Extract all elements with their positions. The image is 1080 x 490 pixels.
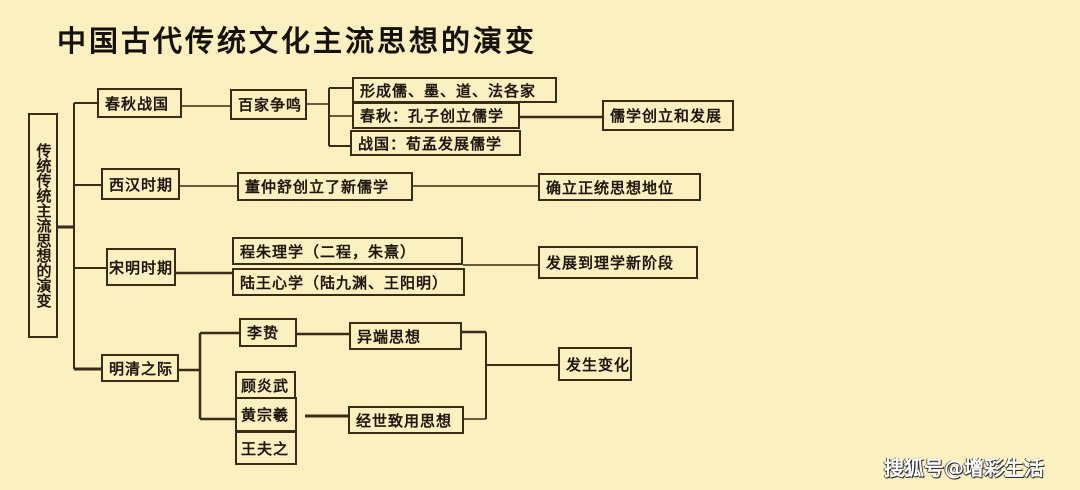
result-orthodox-status: 确立正统思想地位: [538, 173, 701, 201]
thinker-gu-yanwu: 顾炎武: [235, 371, 296, 399]
diagram-title: 中国古代传统文化主流思想的演变: [57, 24, 538, 58]
detail-schools-formed: 形成儒、墨、道、法各家: [352, 77, 557, 103]
event-baijia-zhengming: 百家争鸣: [230, 89, 307, 120]
period-chunqiu-zhanguo: 春秋战国: [97, 88, 182, 118]
watermark: 搜狐号@增彩生活: [884, 456, 1044, 480]
result-lixue-stage: 发展到理学新阶段: [538, 246, 698, 279]
detail-confucius: 春秋：孔子创立儒学: [352, 102, 520, 129]
period-songming: 宋明时期: [106, 248, 176, 286]
period-xihan: 西汉时期: [101, 168, 180, 200]
school-chengzhu: 程朱理学（二程，朱熹）: [232, 237, 463, 265]
detail-xunmeng: 战国：荀孟发展儒学: [350, 130, 521, 156]
thought-practical: 经世致用思想: [348, 406, 464, 434]
root-node: 传统传统主流思想的演变: [28, 113, 58, 338]
thinker-wang-fuzhi: 王夫之: [235, 431, 297, 465]
thought-heretic: 异端思想: [349, 322, 462, 350]
school-luwang: 陆王心学（陆九渊、王阳明）: [232, 268, 465, 296]
thinker-li-zhi: 李贽: [239, 318, 297, 347]
result-change: 发生变化: [558, 347, 632, 381]
result-rujia-founded: 儒学创立和发展: [602, 100, 734, 131]
period-mingqing: 明清之际: [101, 354, 179, 382]
thinker-huang-zongxi: 黄宗羲: [235, 397, 297, 432]
event-dong-zhongshu: 董仲舒创立了新儒学: [237, 172, 413, 201]
